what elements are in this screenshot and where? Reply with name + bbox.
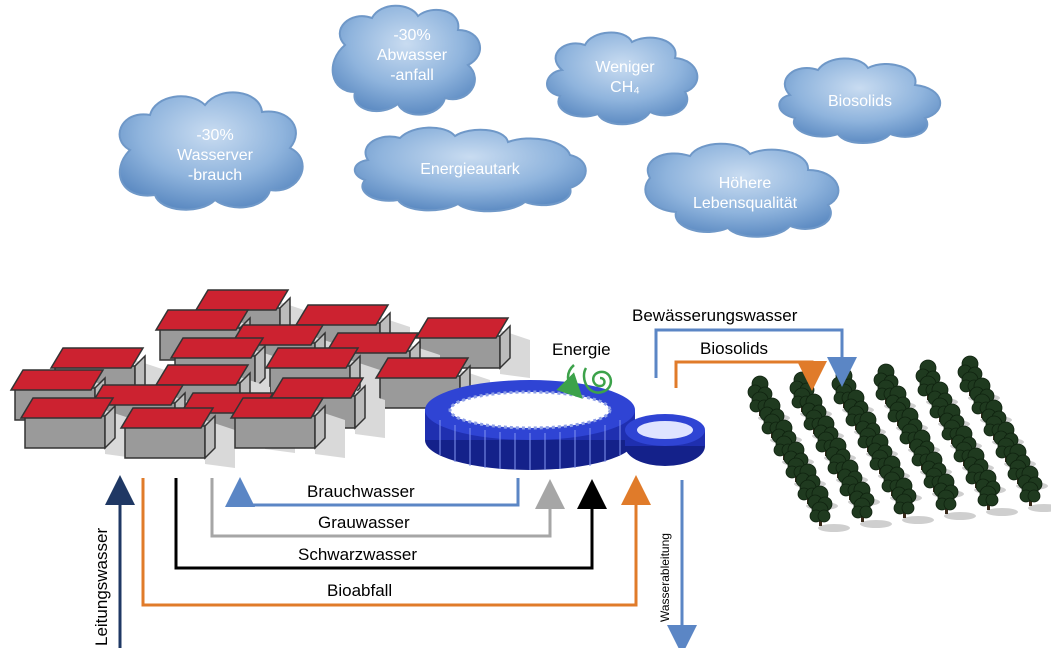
flow-grauwasser [210,478,565,538]
flow-bioabfall [141,475,651,607]
tree [891,477,934,524]
house [229,397,345,458]
cloud-label-wasserverbrauch: -30%Wasserver-brauch [177,127,253,184]
flow-brauchwasser [225,477,520,507]
label-bewaesserungswasser: Bewässerungswasser [632,306,798,325]
label-energie: Energie [552,340,611,359]
cloud-label-abwasseranfall: -30%Abwasser-anfall [376,27,448,84]
tree [921,451,964,498]
label-bioabfall: Bioabfall [327,581,393,600]
label-wasserableitung: Wasserableitung [658,533,672,622]
cloud-wasserverbrauch [118,91,304,211]
tree [771,419,814,466]
cloud-biosolids [778,57,942,144]
flow-biosolids [674,360,827,391]
label-brauchwasser: Brauchwasser [307,482,415,501]
flow-schwarzwasser [174,478,607,570]
cloud-weniger-ch4 [546,31,699,126]
tree [975,469,1018,516]
tree [849,481,892,528]
treatment-plant [425,380,705,470]
energy-spiral-icon [556,364,612,399]
cloud-hoehere-lebensqualitaet [644,142,840,238]
house [119,407,235,468]
tree [807,485,850,532]
cloud-abwasseranfall [331,4,481,116]
cloud-label-energieautark: Energieautark [420,161,520,178]
label-schwarzwasser: Schwarzwasser [298,545,418,564]
label-biosolids: Biosolids [700,339,769,358]
cloud-energieautark [353,126,587,213]
tree [933,473,976,520]
label-leitungswasser: Leitungswasser [92,527,111,646]
label-grauwasser: Grauwasser [318,513,410,532]
tree [1017,465,1051,512]
tree-field [747,355,1051,532]
flow-bewaesserungswasser [654,328,857,387]
cloud-label-biosolids: Biosolids [827,93,893,110]
